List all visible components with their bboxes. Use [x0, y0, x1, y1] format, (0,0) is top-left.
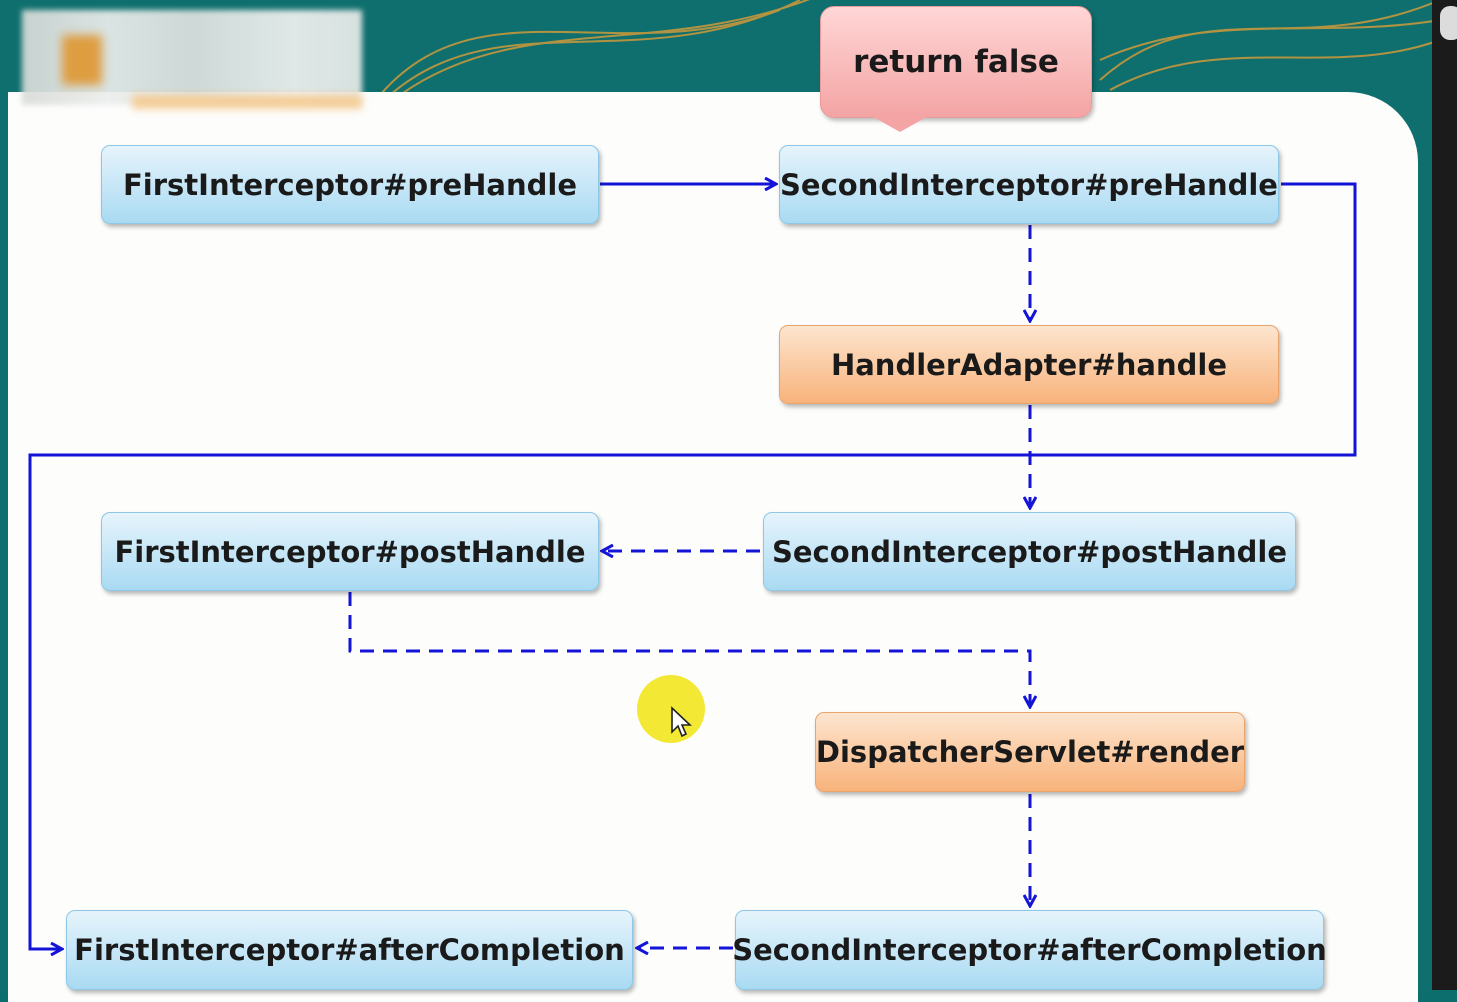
- arrow-posthandle-to-render: [348, 592, 1030, 707]
- blurred-logo: [22, 10, 362, 109]
- node-dispatcher-render: DispatcherServlet#render: [815, 712, 1245, 792]
- node-first-posthandle-label: FirstInterceptor#postHandle: [114, 534, 586, 569]
- node-second-posthandle-label: SecondInterceptor#postHandle: [771, 534, 1287, 569]
- node-second-prehandle: SecondInterceptor#preHandle: [779, 145, 1279, 224]
- callout-tail: [868, 114, 932, 132]
- arrow-return-false-to-aftercompletion: [28, 182, 1357, 949]
- node-first-aftercompletion: FirstInterceptor#afterCompletion: [66, 910, 633, 990]
- node-second-aftercompletion-label: SecondInterceptor#afterCompletion: [732, 933, 1327, 967]
- right-edge-bar: [1432, 0, 1457, 990]
- node-second-posthandle: SecondInterceptor#postHandle: [763, 512, 1296, 591]
- return-false-callout: return false: [820, 6, 1092, 118]
- window-corner-icon: [1440, 6, 1457, 40]
- node-first-posthandle: FirstInterceptor#postHandle: [101, 512, 599, 591]
- mouse-pointer-icon: [671, 706, 692, 738]
- node-second-aftercompletion: SecondInterceptor#afterCompletion: [732, 910, 1327, 990]
- node-handler-adapter-label: HandlerAdapter#handle: [830, 347, 1228, 382]
- node-dispatcher-render-label: DispatcherServlet#render: [815, 735, 1245, 769]
- node-first-prehandle: FirstInterceptor#preHandle: [101, 145, 599, 224]
- node-first-aftercompletion-label: FirstInterceptor#afterCompletion: [74, 933, 625, 967]
- node-second-prehandle-label: SecondInterceptor#preHandle: [780, 167, 1278, 202]
- node-first-prehandle-label: FirstInterceptor#preHandle: [122, 167, 578, 202]
- node-handler-adapter: HandlerAdapter#handle: [779, 325, 1279, 404]
- cursor-highlight: [637, 675, 705, 743]
- callout-label: return false: [853, 44, 1059, 80]
